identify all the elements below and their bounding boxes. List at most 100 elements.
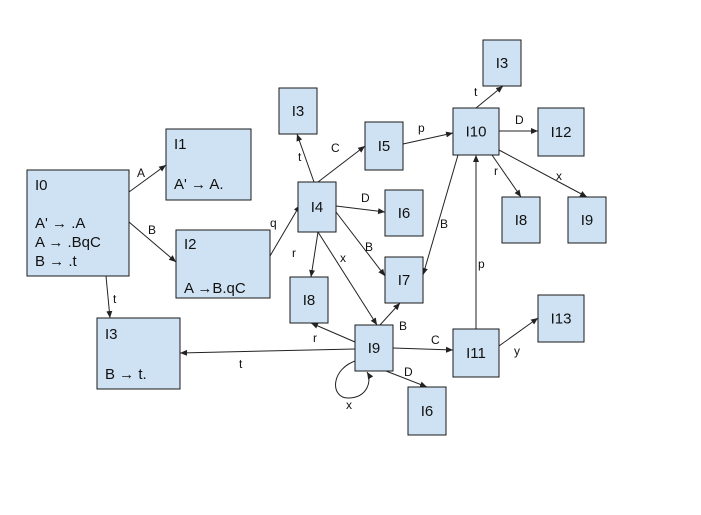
- state-box: [482, 39, 522, 87]
- state-box: [289, 276, 329, 324]
- state-title: I10: [466, 124, 487, 141]
- edge-i9-i8a-label: r: [313, 331, 317, 345]
- edge-i9-i7-arrow: [379, 302, 401, 326]
- state-i13: I13: [537, 294, 585, 343]
- edge-i2-i4-label: q: [270, 216, 277, 230]
- edge-i9-i9-arrow: [335, 359, 374, 399]
- state-i6b: I6: [407, 386, 447, 436]
- state-box: [96, 317, 181, 390]
- edge-i10-i9b-arrow: [498, 149, 588, 198]
- state-title: I7: [398, 272, 411, 289]
- state-i6a: I6: [384, 189, 424, 237]
- state-title: I8: [303, 292, 316, 309]
- edge-i4-i9-label: x: [340, 251, 346, 265]
- edge-i4-i9-arrow: [317, 231, 378, 326]
- edge-i5-i10-label: p: [418, 121, 425, 135]
- edge-i4-i8a-label: r: [292, 246, 296, 260]
- state-i7: I7: [384, 256, 424, 304]
- state-title: I9: [581, 212, 594, 229]
- state-title: I12: [551, 124, 572, 141]
- state-title: I0: [35, 177, 48, 194]
- state-title: I3: [292, 103, 305, 120]
- state-title: I3: [496, 55, 509, 72]
- state-i0: I0 A' → .A A → .BqC B → .t: [26, 169, 130, 277]
- state-box: [384, 189, 424, 237]
- state-i1: I1 A' → A.: [165, 128, 252, 201]
- edge-i4-i7-arrow: [335, 211, 386, 277]
- state-i3b: I3: [278, 87, 318, 135]
- edge-i5-i10-arrow: [402, 131, 454, 145]
- state-item: B → .t: [35, 253, 78, 270]
- edge-i4-i7-label: B: [365, 240, 373, 254]
- edge-i10-i12-label: D: [515, 113, 524, 127]
- edge-i0-i2-arrow: [128, 221, 177, 263]
- state-box: [297, 181, 337, 233]
- edge-i10-i7-label: B: [440, 217, 448, 231]
- edge-i11-i13-arrow: [498, 317, 539, 347]
- state-title: I11: [466, 345, 486, 362]
- state-i11: I11: [452, 328, 500, 378]
- state-title: I8: [515, 212, 528, 229]
- state-box: [165, 128, 252, 201]
- state-i3a: I3B → t.: [96, 317, 181, 390]
- state-title: I1: [174, 136, 187, 153]
- edge-i4-i6a-arrow: [335, 205, 386, 215]
- edge-i0-i1-label: A: [137, 166, 145, 180]
- edge-i2-i4-arrow: [269, 204, 301, 257]
- state-title: I3: [105, 326, 118, 343]
- state-title: I9: [368, 340, 381, 357]
- state-i9: I9: [354, 324, 394, 372]
- edge-i4-i5-arrow: [317, 145, 366, 183]
- state-item: A → .BqC: [35, 234, 101, 251]
- state-box: [452, 328, 500, 378]
- edge-i9-i6b-arrow: [385, 370, 428, 388]
- edge-i9-i11-arrow: [392, 346, 454, 353]
- state-title: I13: [551, 311, 572, 328]
- edge-i10-i3c-arrow: [475, 85, 504, 109]
- edge-i9-i8a-arrow: [310, 322, 356, 343]
- edge-i9-i3a-label: t: [239, 357, 243, 371]
- edge-i4-i3b-label: t: [298, 150, 302, 164]
- state-box: [537, 294, 585, 343]
- state-box: [26, 169, 130, 277]
- state-box: [278, 87, 318, 135]
- edge-i4-i5-label: C: [331, 141, 340, 155]
- state-box: [501, 196, 541, 244]
- edge-i11-i10-label: p: [478, 257, 485, 271]
- state-box: [452, 107, 500, 156]
- edge-i10-i8b-label: r: [494, 164, 498, 178]
- edge-i10-i7-arrow: [422, 154, 459, 276]
- state-box: [175, 229, 271, 299]
- state-box: [567, 196, 607, 244]
- state-title: I4: [311, 199, 324, 216]
- state-i8b: I8: [501, 196, 541, 244]
- edge-i9-i9-label: x: [346, 398, 352, 412]
- edge-i0-i3a-arrow: [105, 275, 113, 319]
- nodes-layer: I0 A' → .A A → .BqC B → .t I1 A' → A. I2 A →B.q…: [26, 39, 607, 436]
- edge-i9-i6b-label: D: [404, 365, 413, 379]
- edge-i11-i13-label: y: [514, 344, 520, 358]
- edge-i0-i3a-label: t: [113, 292, 117, 306]
- state-title: I2: [184, 236, 197, 253]
- edge-i4-i3b-arrow: [296, 133, 315, 183]
- state-i4: I4: [297, 181, 337, 233]
- state-title: I5: [378, 138, 391, 155]
- edges-layer: [105, 85, 588, 399]
- edge-i9-i7-label: B: [399, 319, 407, 333]
- state-box: [354, 324, 394, 372]
- state-box: [384, 256, 424, 304]
- state-item: A →B.qC: [184, 280, 246, 297]
- state-item: A' → .A: [35, 215, 85, 232]
- edge-i0-i1-arrow: [128, 164, 167, 193]
- edge-i0-i2-label: B: [148, 223, 156, 237]
- state-i8a: I8: [289, 276, 329, 324]
- state-item: A' → A.: [174, 176, 224, 193]
- state-box: [407, 386, 447, 436]
- state-title: I6: [398, 205, 411, 222]
- state-box: [364, 121, 404, 171]
- state-title: I6: [421, 403, 434, 420]
- state-i9b: I9: [567, 196, 607, 244]
- edge-i10-i9b-label: x: [556, 169, 562, 183]
